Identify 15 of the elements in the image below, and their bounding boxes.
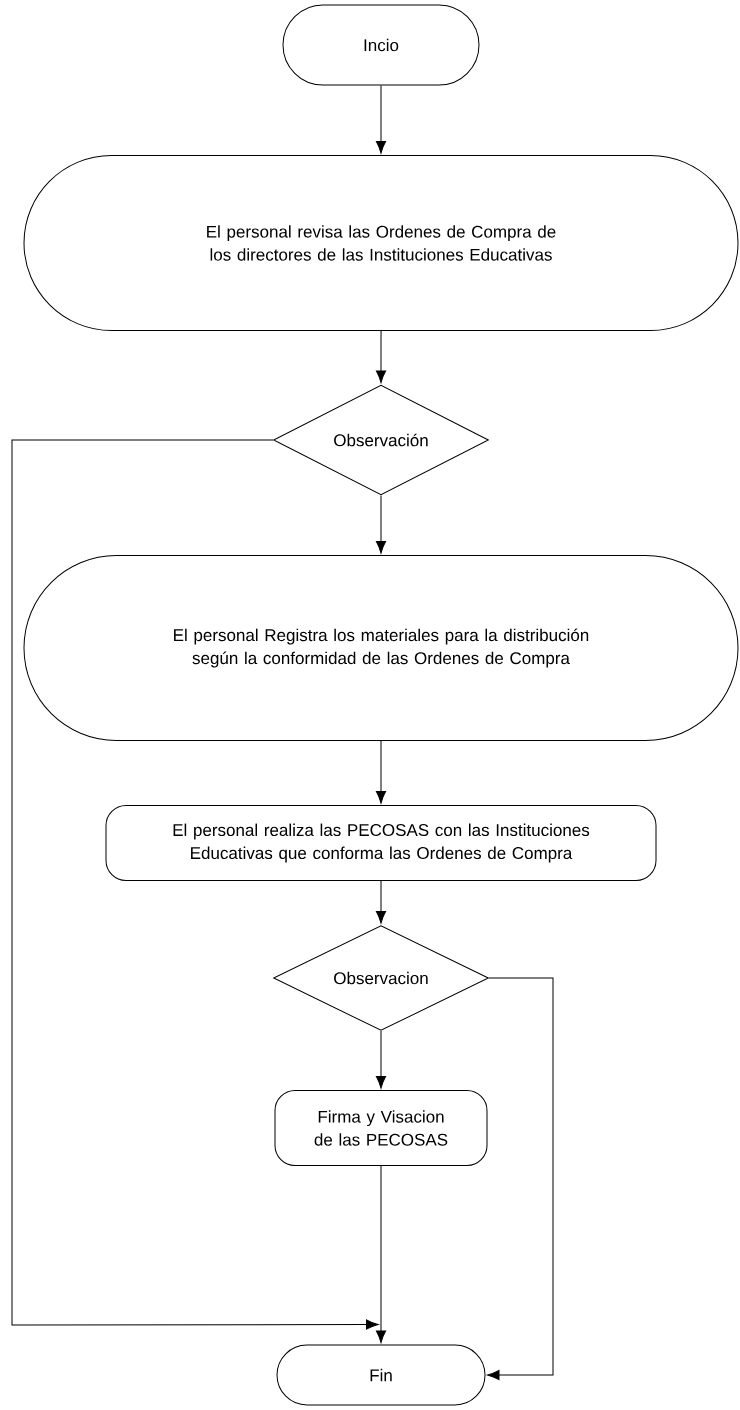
process-box: El personal revisa las Ordenes de Compra de los directores de las Instituciones Educativas [23, 155, 739, 331]
arrow [375, 85, 387, 154]
process-box: El personal Registra los materiales para la distribución según la conformidad de las Ordenes de Compra [23, 555, 739, 741]
arrow [375, 495, 387, 554]
arrow [11, 439, 379, 1330]
arrow [375, 1030, 387, 1089]
process-box: El personal realiza las PECOSAS con las Instituciones Educativas que conforma las Ordenes de Compra [105, 805, 657, 881]
process-box: Firma y Visacion de las PECOSAS [274, 1090, 488, 1166]
arrow [487, 977, 554, 1381]
terminator: Incio [282, 4, 480, 86]
terminator: Fin [276, 1344, 486, 1406]
arrow [375, 880, 387, 924]
arrow [375, 740, 387, 804]
arrow [375, 330, 387, 384]
arrow [375, 1165, 387, 1344]
